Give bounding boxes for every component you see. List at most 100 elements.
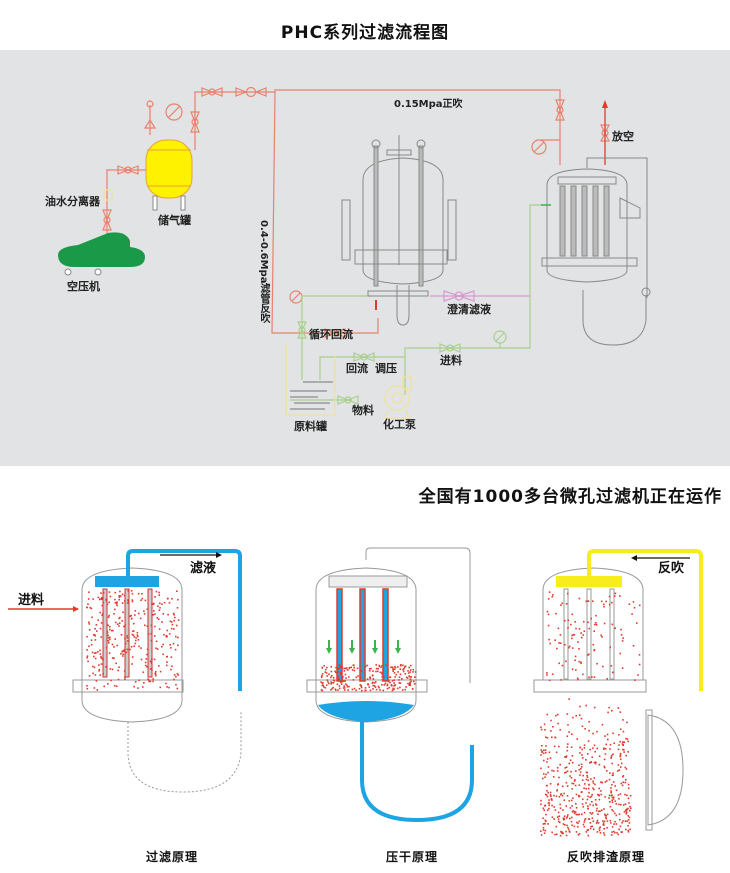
- particle: [559, 803, 561, 806]
- particle: [562, 832, 564, 835]
- particle: [588, 653, 590, 656]
- particle: [594, 762, 597, 765]
- particle: [572, 810, 574, 812]
- flow-diagram-panel: 油水分离器 储气罐 空压机 0.15Mpa正吹 0.4-0.6Mpa滤管反吹 放…: [0, 50, 730, 466]
- particle: [625, 813, 628, 815]
- particle: [540, 767, 542, 770]
- particle: [552, 726, 554, 728]
- particle: [622, 804, 625, 806]
- particle: [574, 659, 576, 662]
- particle: [621, 784, 624, 787]
- particle: [577, 822, 579, 825]
- particle: [625, 754, 627, 757]
- particle: [583, 630, 586, 632]
- particle: [619, 818, 621, 821]
- particle: [546, 758, 549, 760]
- particle: [555, 612, 557, 615]
- particle: [94, 657, 97, 660]
- particle: [355, 676, 358, 679]
- particle: [323, 686, 325, 688]
- particle: [606, 733, 609, 736]
- particle: [389, 681, 391, 684]
- particle: [376, 670, 379, 673]
- particle: [608, 706, 610, 709]
- particle: [109, 668, 112, 670]
- particle: [611, 796, 614, 799]
- particle: [629, 794, 632, 797]
- press-dry-principle-diagram: [306, 547, 474, 823]
- particle: [591, 825, 593, 828]
- particle: [156, 617, 159, 619]
- particle: [328, 682, 330, 685]
- particle: [330, 681, 332, 683]
- particle: [600, 600, 603, 603]
- particle: [595, 822, 598, 824]
- particle: [372, 670, 374, 672]
- particle: [589, 812, 591, 814]
- particle: [346, 669, 349, 671]
- particle: [111, 643, 114, 646]
- particle: [115, 662, 117, 665]
- particle: [394, 684, 397, 686]
- particle: [619, 740, 621, 743]
- particle: [92, 665, 94, 668]
- particle: [542, 817, 544, 819]
- particle: [400, 664, 402, 666]
- particle: [144, 661, 147, 664]
- particle: [177, 644, 179, 647]
- particle: [548, 638, 550, 641]
- particle: [568, 762, 570, 765]
- particle: [321, 666, 324, 669]
- particle: [623, 751, 625, 753]
- particle: [149, 668, 152, 670]
- particle: [547, 624, 550, 627]
- particle: [138, 612, 140, 615]
- particle: [134, 610, 137, 612]
- particle: [571, 668, 574, 670]
- particle: [105, 599, 108, 602]
- particle: [557, 783, 559, 786]
- particle: [153, 658, 156, 661]
- particle: [594, 783, 596, 786]
- particle: [375, 670, 377, 673]
- particle: [567, 814, 569, 816]
- particle: [556, 770, 559, 772]
- particle: [382, 689, 385, 692]
- particle: [561, 795, 564, 797]
- particle: [155, 640, 158, 643]
- particle: [578, 832, 581, 835]
- particle: [372, 681, 374, 684]
- particle: [92, 634, 95, 636]
- particle: [386, 687, 389, 690]
- particle: [144, 664, 147, 667]
- particle: [142, 671, 145, 673]
- particle: [588, 627, 590, 630]
- particle: [405, 686, 407, 688]
- particle: [146, 608, 149, 610]
- particle: [325, 684, 328, 686]
- particle: [614, 592, 617, 595]
- particle: [118, 598, 120, 601]
- particle: [166, 655, 168, 658]
- particle: [608, 794, 611, 797]
- particle: [544, 805, 546, 807]
- particle: [170, 668, 172, 671]
- particle: [562, 817, 565, 819]
- particle: [563, 799, 566, 801]
- particle: [175, 624, 178, 627]
- particle: [625, 779, 627, 781]
- particle: [595, 622, 597, 624]
- particle: [592, 643, 595, 646]
- particle: [596, 662, 598, 665]
- particle: [604, 796, 606, 798]
- particle: [398, 682, 400, 684]
- particle: [173, 628, 175, 630]
- particle: [141, 593, 143, 595]
- particle: [93, 634, 96, 636]
- particle: [594, 799, 597, 801]
- particle: [547, 802, 550, 804]
- chemical-pump-label: 化工泵: [383, 418, 416, 431]
- particle: [567, 724, 569, 726]
- particle: [619, 728, 622, 730]
